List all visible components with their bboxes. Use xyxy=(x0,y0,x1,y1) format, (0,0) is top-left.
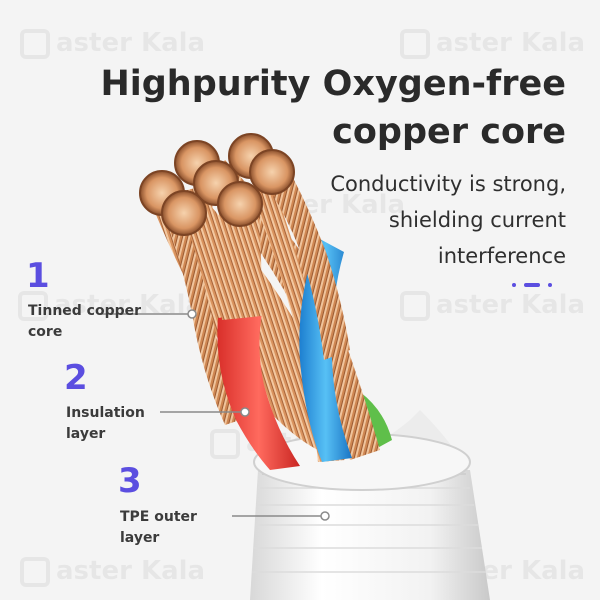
callout-label-line: layer xyxy=(66,426,106,442)
callout-label-line: Tinned copper xyxy=(28,303,142,319)
copper-strand-bundle xyxy=(218,196,262,320)
callout-label-line: core xyxy=(28,324,63,340)
callout-label-line: layer xyxy=(120,530,160,546)
callout-leader-lines xyxy=(100,309,330,521)
red-insulated-wire xyxy=(217,312,300,470)
watermark: aster Kala xyxy=(20,28,205,59)
copper-core-ends xyxy=(139,133,295,236)
subtitle-line: Conductivity is strong, xyxy=(330,172,566,196)
accent-divider xyxy=(512,283,552,287)
watermark: aster Kala xyxy=(20,556,205,587)
callout-number-1: 1 xyxy=(26,256,50,296)
callout-number-2: 2 xyxy=(64,358,88,398)
title-line: copper core xyxy=(332,112,566,152)
callout-label-1: Tinned copper core xyxy=(28,301,141,343)
subtitle-line: interference xyxy=(437,244,566,268)
title-line: Highpurity Oxygen-free xyxy=(100,64,566,104)
callout-label-3: TPE outer layer xyxy=(120,507,197,549)
watermark: aster Kala xyxy=(18,290,203,321)
callout-label-2: Insulation layer xyxy=(66,403,145,445)
watermark: aster Kala xyxy=(400,290,585,321)
page-title: Highpurity Oxygen-free copper core xyxy=(46,60,566,156)
subtitle: Conductivity is strong, shielding curren… xyxy=(266,166,566,274)
callout-label-line: Insulation xyxy=(66,405,145,421)
watermark: aster Kala xyxy=(400,28,585,59)
callout-label-line: TPE outer xyxy=(120,509,197,525)
copper-strand-bundle xyxy=(262,172,350,360)
tpe-outer-jacket xyxy=(250,410,490,600)
callout-number-3: 3 xyxy=(118,461,142,501)
subtitle-line: shielding current xyxy=(388,208,566,232)
